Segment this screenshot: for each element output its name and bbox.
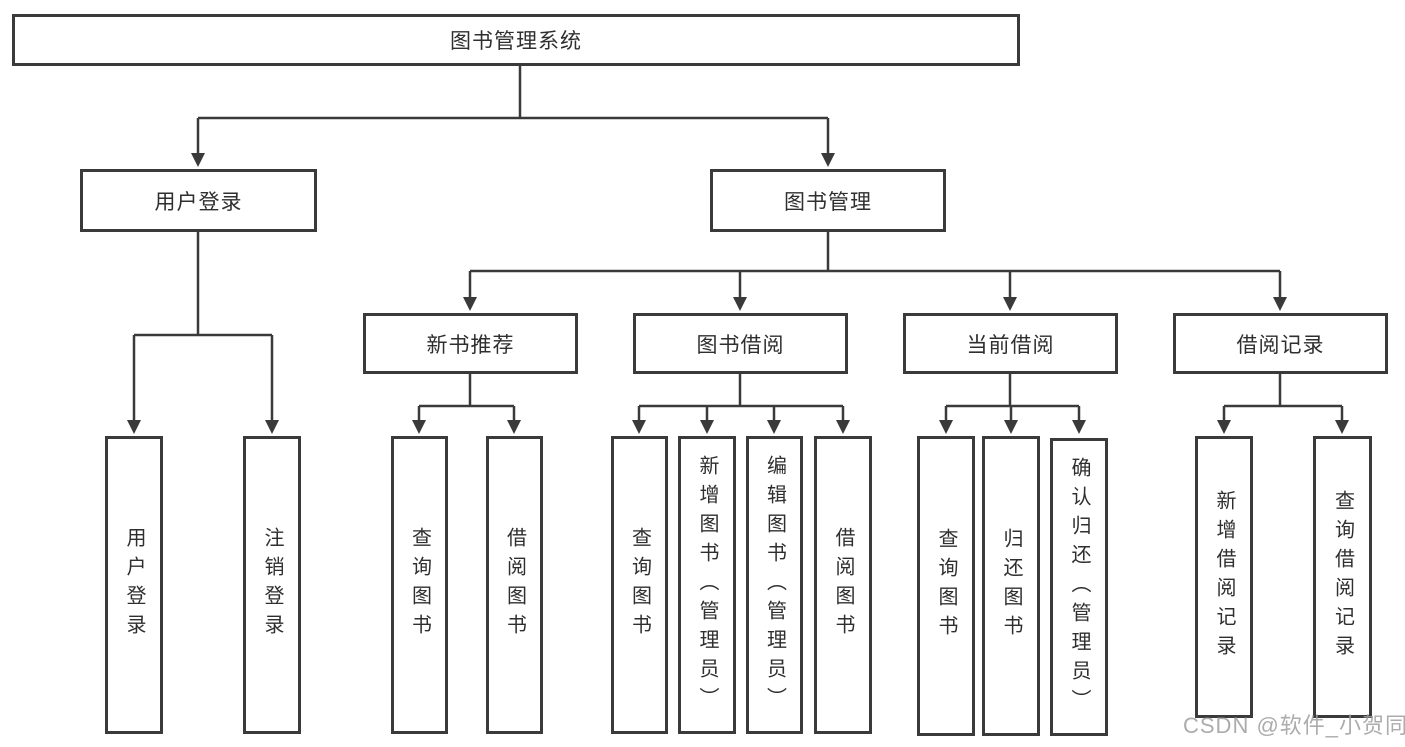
- node-borrowing-records: 借阅记录: [1173, 313, 1388, 374]
- leaf-edit-book-admin: 编辑图书（管理员）: [746, 436, 803, 734]
- leaf-label: 编辑图书（管理员）: [763, 454, 786, 716]
- leaf-label: 确认归还（管理员）: [1068, 456, 1090, 718]
- node-current-borrowing: 当前借阅: [903, 313, 1118, 374]
- leaf-label: 查询借阅记录: [1331, 490, 1354, 664]
- leaf-query-books-recommend: 查询图书: [391, 436, 448, 734]
- leaf-user-login: 用户登录: [105, 436, 163, 734]
- node-new-book-recommend: 新书推荐: [363, 313, 578, 374]
- leaf-query-borrow-record: 查询借阅记录: [1313, 436, 1372, 718]
- leaf-label: 查询图书: [408, 527, 431, 643]
- leaf-add-borrow-record: 新增借阅记录: [1195, 436, 1253, 718]
- leaf-add-book-admin: 新增图书（管理员）: [678, 436, 736, 734]
- node-label: 借阅记录: [1236, 333, 1325, 357]
- leaf-label: 查询图书: [628, 527, 651, 643]
- leaf-query-books-borrowing: 查询图书: [611, 436, 668, 734]
- node-user-login: 用户登录: [80, 169, 317, 232]
- leaf-label: 注销登录: [261, 527, 283, 643]
- leaf-logout: 注销登录: [243, 436, 301, 734]
- node-book-management: 图书管理: [710, 169, 946, 232]
- leaf-label: 新增图书（管理员）: [696, 454, 718, 716]
- node-label: 图书管理: [784, 190, 872, 214]
- leaf-borrow-books-recommend: 借阅图书: [486, 436, 543, 734]
- leaf-label: 查询图书: [935, 528, 957, 644]
- node-label: 图书借阅: [696, 333, 785, 357]
- leaf-label: 用户登录: [123, 527, 145, 643]
- leaf-label: 归还图书: [1000, 528, 1022, 644]
- csdn-watermark: CSDN @软件_小贺同学: [1183, 713, 1405, 738]
- leaf-return-books: 归还图书: [982, 436, 1040, 736]
- leaf-confirm-return-admin: 确认归还（管理员）: [1050, 438, 1108, 736]
- node-label: 用户登录: [154, 190, 243, 214]
- leaf-label: 新增借阅记录: [1213, 490, 1235, 664]
- leaf-label: 借阅图书: [832, 527, 854, 643]
- node-label: 新书推荐: [426, 333, 515, 357]
- leaf-query-books-current: 查询图书: [917, 436, 975, 736]
- leaf-borrow-books: 借阅图书: [814, 436, 872, 734]
- leaf-label: 借阅图书: [503, 527, 526, 643]
- node-library-system: 图书管理系统: [12, 14, 1020, 66]
- node-book-borrowing: 图书借阅: [633, 313, 848, 374]
- node-label: 当前借阅: [966, 333, 1055, 357]
- node-label: 图书管理系统: [450, 30, 582, 53]
